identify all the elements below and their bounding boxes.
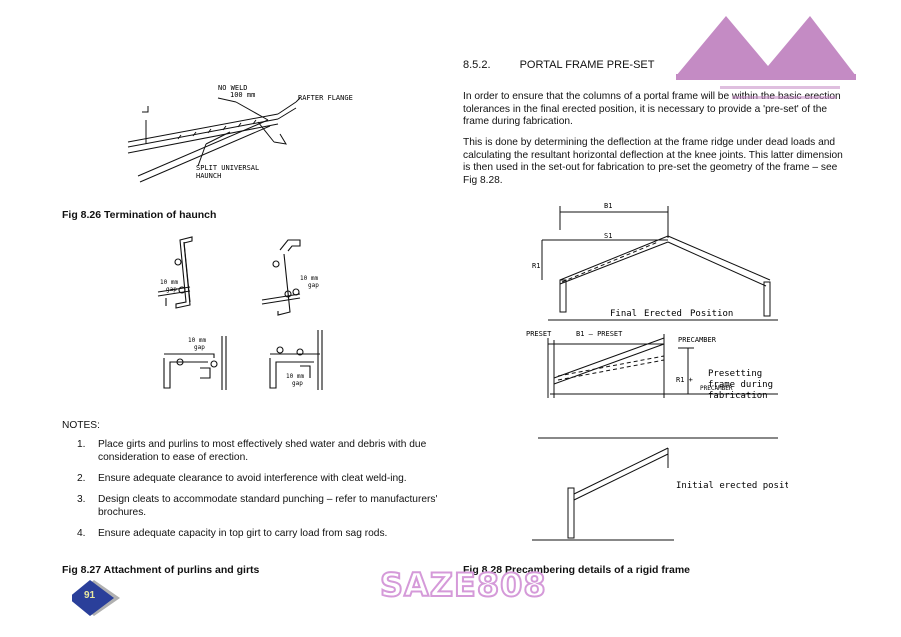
note-item: 2. Ensure adequate clearance to avoid int… <box>62 473 442 486</box>
paragraph-1: In order to ensure that the columns of a… <box>463 91 841 128</box>
note-number: 4. <box>77 527 86 539</box>
note-text: Ensure adequate clearance to avoid inter… <box>98 472 407 484</box>
watermark: SAZE808 <box>379 565 547 605</box>
haunch-termination-drawing: NO WELD 100 mm RAFTER FLANGE SPLIT UNIVE… <box>127 84 353 183</box>
r1-label: R1 <box>532 262 540 270</box>
fig-827-caption: Fig 8.27 Attachment of purlins and girts <box>62 564 260 576</box>
preset-label: PRESET <box>526 330 552 338</box>
note-text: Ensure adequate capacity in top girt to … <box>98 527 388 539</box>
gap-label-b-gap: gap <box>308 282 319 289</box>
gap-label-a-size: 10 mm <box>160 279 178 286</box>
paragraph-2: This is done by determining the deflecti… <box>463 137 843 186</box>
note-item: 1. Place girts and purlins to most effect… <box>62 439 442 464</box>
split-haunch-label-1: SPLIT UNIVERSAL <box>196 164 259 172</box>
gap-label-c-size: 10 mm <box>188 337 206 344</box>
note-number: 2. <box>77 472 86 484</box>
section-title: PORTAL FRAME PRE-SET <box>519 59 655 71</box>
fig-826-caption: Fig 8.26 Termination of haunch <box>62 209 217 221</box>
purlin-girt-attachment-drawing: 10 mm gap 10 mm gap 10 mm gap 10 mm gap <box>157 236 323 390</box>
note-item: 3. Design cleats to accommodate standard … <box>62 494 442 519</box>
initial-label: Initial erected position <box>676 481 788 491</box>
notes-list: 1. Place girts and purlins to most effect… <box>62 439 442 549</box>
b1-label: B1 <box>604 202 612 210</box>
precamber-label: PRECAMBER <box>678 336 717 344</box>
no-weld-length-label: 100 mm <box>230 91 255 99</box>
position-label: Position <box>690 309 733 319</box>
rafter-flange-label: RAFTER FLANGE <box>298 94 353 102</box>
gap-label-a-gap: gap <box>166 286 177 293</box>
split-haunch-label-2: HAUNCH <box>196 172 221 180</box>
section-heading: 8.5.2. PORTAL FRAME PRE-SET <box>463 59 654 71</box>
precamber-drawing: B1 S1 R1 Final Erected Position PRESET B… <box>526 202 788 541</box>
section-number: 8.5.2. <box>463 59 491 71</box>
b1-preset-label: B1 – PRESET <box>576 330 623 338</box>
notes-heading: NOTES: <box>62 420 100 431</box>
note-text: Place girts and purlins to most effectiv… <box>98 439 427 463</box>
publisher-logo <box>676 16 856 99</box>
gap-label-b-size: 10 mm <box>300 275 318 282</box>
presetting-line-1: Presetting <box>708 369 762 379</box>
note-number: 1. <box>77 439 86 450</box>
presetting-line-3: fabrication <box>708 391 768 401</box>
r1-plus-label: R1 + <box>676 376 693 384</box>
gap-label-d-gap: gap <box>292 380 303 387</box>
s1-label: S1 <box>604 232 612 240</box>
erected-label: Erected <box>644 309 682 319</box>
gap-label-d-size: 10 mm <box>286 373 304 380</box>
gap-label-c-gap: gap <box>194 344 205 351</box>
no-weld-label: NO WELD <box>218 84 248 92</box>
fig-828-caption: Fig 8.28 Precambering details of a rigid… <box>463 564 690 576</box>
presetting-line-2: frame during <box>708 380 773 390</box>
note-item: 4. Ensure adequate capacity in top girt t… <box>62 528 442 541</box>
note-text: Design cleats to accommodate standard pu… <box>98 493 438 518</box>
precamber-vertical-label: PRECAMBER <box>700 385 733 392</box>
final-label: Final <box>610 309 637 319</box>
page-badge <box>72 580 120 616</box>
note-number: 3. <box>77 493 86 505</box>
page-number: 91 <box>84 590 96 601</box>
